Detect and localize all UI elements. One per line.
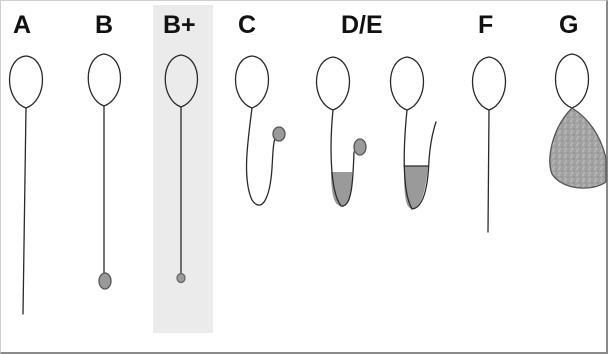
shape-c-tail — [247, 108, 276, 205]
shape-d — [317, 57, 367, 206]
shape-c-blob — [273, 127, 285, 141]
shape-c-loop — [236, 56, 269, 108]
shape-e-loop — [391, 57, 424, 110]
shape-g-drop — [550, 108, 606, 188]
shape-b — [88, 54, 120, 289]
shape-b-loop — [88, 54, 120, 106]
shape-a-tail — [23, 108, 26, 314]
shape-d-blob — [354, 139, 366, 155]
shape-f — [473, 57, 506, 232]
shape-g-loop — [556, 54, 589, 108]
shape-b-plus-blob — [177, 274, 185, 283]
shape-e — [391, 57, 437, 209]
shape-a-loop — [10, 56, 43, 108]
shape-b-plus-loop — [165, 55, 197, 107]
shape-f-loop — [473, 57, 506, 110]
shape-g — [550, 54, 606, 188]
shape-d-loop — [317, 57, 350, 110]
shape-c — [236, 56, 286, 205]
shape-e-fill — [404, 166, 428, 209]
shape-f-tail — [488, 110, 489, 232]
shape-a — [10, 56, 43, 314]
shape-b-plus — [165, 55, 197, 283]
shape-b-blob — [99, 273, 111, 289]
